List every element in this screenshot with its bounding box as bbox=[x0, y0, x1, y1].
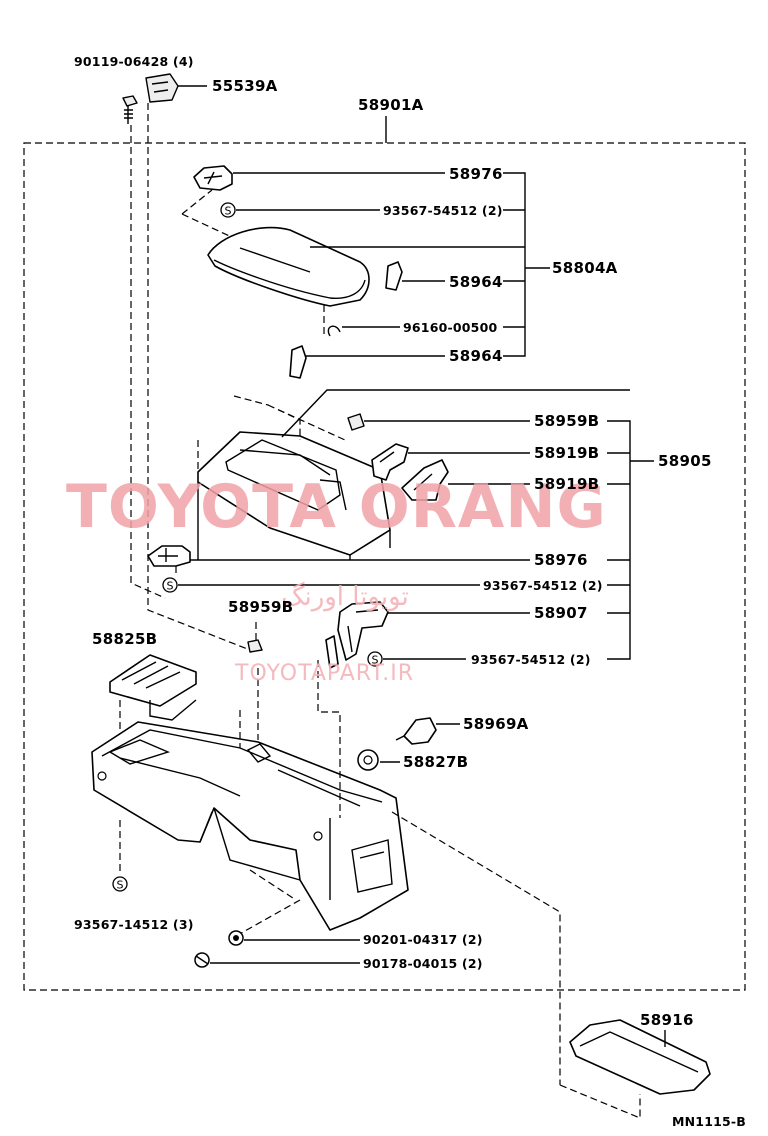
label-58976-mid: 58976 bbox=[534, 551, 588, 569]
pad-icon bbox=[347, 413, 365, 431]
hole-icon bbox=[97, 771, 107, 781]
label-58916: 58916 bbox=[640, 1011, 694, 1029]
bolt-icon bbox=[122, 95, 138, 124]
label-55539A: 55539A bbox=[212, 77, 278, 95]
svg-text:S: S bbox=[225, 205, 232, 218]
watermark-site: TOYOTAPART.IR bbox=[234, 661, 414, 686]
mat-icon bbox=[569, 1019, 711, 1095]
plate-icon bbox=[371, 443, 409, 481]
console-box-icon bbox=[197, 431, 391, 560]
screw-symbol-icon: S bbox=[367, 651, 383, 667]
label-93567-14512: 93567-14512 (3) bbox=[74, 917, 194, 932]
label-58964-b: 58964 bbox=[449, 347, 503, 365]
hinge-bracket-icon bbox=[147, 545, 191, 567]
push-knob-icon bbox=[395, 717, 437, 745]
label-58959B-left: 58959B bbox=[228, 598, 293, 616]
clip-icon bbox=[145, 73, 179, 103]
screw-symbol-icon: S bbox=[220, 202, 236, 218]
label-58976-top: 58976 bbox=[449, 165, 503, 183]
label-58825B: 58825B bbox=[92, 630, 157, 648]
label-58959B-right: 58959B bbox=[534, 412, 599, 430]
label-58969A: 58969A bbox=[463, 715, 529, 733]
label-93567-top: 93567-54512 (2) bbox=[383, 203, 503, 218]
pin-icon bbox=[385, 261, 403, 291]
label-90178: 90178-04015 (2) bbox=[363, 956, 483, 971]
label-58919B-a: 58919B bbox=[534, 444, 599, 462]
label-58964-a: 58964 bbox=[449, 273, 503, 291]
pin-icon bbox=[289, 345, 307, 379]
label-58919B-b: 58919B bbox=[534, 475, 599, 493]
mounting-bracket-icon bbox=[325, 601, 389, 669]
lower-console-icon bbox=[91, 721, 409, 931]
armrest-lid-icon bbox=[207, 226, 370, 307]
watermark-brand: TOYOTA ORANG bbox=[66, 472, 607, 542]
label-90119: 90119-06428 (4) bbox=[74, 54, 194, 69]
label-93567-mid: 93567-54512 (2) bbox=[483, 578, 603, 593]
diagram-code: MN1115-B bbox=[672, 1114, 746, 1129]
label-58905: 58905 bbox=[658, 452, 712, 470]
c-clip-icon bbox=[327, 325, 341, 337]
screw-symbol-icon: S bbox=[162, 577, 178, 593]
label-58901A: 58901A bbox=[358, 96, 424, 114]
svg-text:S: S bbox=[372, 654, 379, 667]
nut-icon bbox=[228, 930, 244, 946]
hole-icon bbox=[313, 831, 323, 841]
hinge-bracket-icon bbox=[193, 165, 233, 191]
svg-text:S: S bbox=[117, 879, 124, 892]
plate-icon bbox=[401, 459, 449, 501]
screw-symbol-icon: S bbox=[112, 876, 128, 892]
label-58804A: 58804A bbox=[552, 259, 618, 277]
watermark-persian: تویوتا اورنگ bbox=[281, 581, 409, 612]
grommet-icon bbox=[357, 749, 379, 771]
tray-icon bbox=[109, 654, 197, 721]
label-58827B: 58827B bbox=[403, 753, 468, 771]
nut-icon bbox=[194, 952, 210, 968]
assembly-boundary bbox=[23, 142, 746, 991]
label-96160: 96160-00500 bbox=[403, 320, 497, 335]
svg-text:S: S bbox=[167, 580, 174, 593]
label-93567-low: 93567-54512 (2) bbox=[471, 652, 591, 667]
label-90201: 90201-04317 (2) bbox=[363, 932, 483, 947]
pad-icon bbox=[247, 639, 263, 653]
label-58907: 58907 bbox=[534, 604, 588, 622]
